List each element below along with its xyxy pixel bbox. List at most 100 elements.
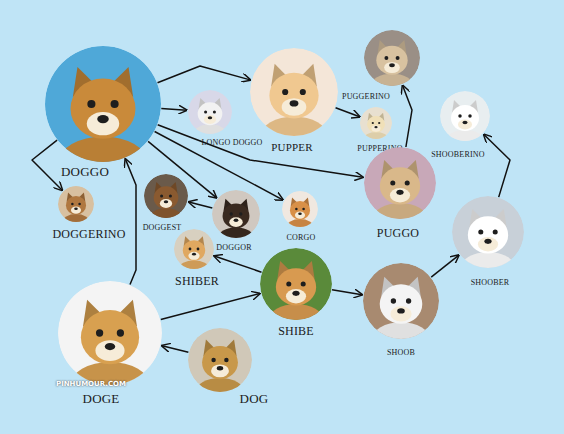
dog-muzzle: [372, 125, 381, 131]
dog-head: [154, 186, 179, 209]
dog-eye: [213, 110, 216, 113]
dog-eye: [197, 248, 200, 251]
dog-eye: [302, 208, 305, 211]
dog-face: [58, 186, 94, 222]
dog-face: [360, 107, 392, 139]
evolution-arrow: [189, 202, 213, 208]
dog-circle: PUPPER: [250, 48, 338, 136]
dog-head: [71, 78, 136, 138]
dog-circle: DOGGOR: [212, 190, 260, 238]
dog-eye: [286, 281, 291, 286]
dog-eye: [87, 100, 95, 108]
dog-name: PUGGERINO: [342, 92, 390, 101]
dog-head: [290, 201, 310, 220]
dog-eye: [458, 114, 462, 118]
dog-eye: [478, 229, 483, 234]
dog-eye: [390, 180, 395, 185]
dog-eye: [372, 122, 374, 124]
dog-name: PUGGO: [377, 226, 419, 240]
evolution-arrow: [403, 86, 412, 148]
dog-nose: [217, 366, 223, 370]
dog-eye: [78, 203, 81, 206]
dog-face: [364, 30, 420, 86]
dog-body: [59, 136, 147, 162]
dog-body: [373, 203, 428, 219]
dog-head: [198, 102, 223, 125]
dog-body: [372, 322, 430, 339]
dog-nose: [389, 63, 395, 67]
dog-name: SHIBE: [278, 324, 314, 338]
dog-photo: [250, 48, 338, 136]
dog-face: [364, 147, 436, 219]
dog-name: SHOOB: [387, 348, 415, 357]
dog-circle: PUPPERINO: [360, 107, 392, 139]
dog-head: [468, 216, 508, 253]
dog-muzzle: [458, 120, 472, 130]
dog-name: CORGO: [286, 233, 315, 242]
dog-muzzle: [229, 217, 242, 227]
dog-muzzle: [384, 62, 400, 73]
dog-name: SHOOBER: [471, 278, 510, 287]
dog-circle: SHOOBERINO: [440, 91, 490, 141]
dog-eye: [493, 229, 498, 234]
dog-circle: PUGGO: [364, 147, 436, 219]
dog-photo: [58, 281, 162, 385]
dog-photo: [282, 191, 318, 227]
dog-circle: DOGGERINO: [58, 186, 94, 222]
dog-muzzle: [188, 252, 199, 260]
dog-face: [250, 48, 338, 136]
dog-body: [461, 252, 516, 268]
dog-eye: [224, 358, 228, 362]
dog-name: SHOOBERINO: [431, 150, 485, 159]
dog-muzzle: [390, 306, 411, 321]
dog-face: [174, 229, 214, 269]
dog-nose: [97, 115, 109, 123]
dog-head: [380, 167, 420, 204]
dog-body: [62, 214, 89, 222]
dog-circle: SHOOB: [363, 263, 439, 339]
dog-name: DOG: [240, 391, 269, 406]
dog-face: [363, 263, 439, 339]
dog-circle: PUGGERINO: [364, 30, 420, 86]
dog-head: [269, 73, 318, 119]
dog-name: DOGGEST: [143, 223, 182, 232]
label-holder: DOG: [240, 389, 269, 407]
dog-muzzle: [71, 207, 81, 214]
dog-eye: [384, 56, 388, 60]
dog-body: [371, 74, 414, 86]
dog-eye: [391, 298, 396, 303]
dog-head: [66, 196, 86, 215]
dog-nose: [397, 308, 405, 313]
evolution-arrow: [214, 256, 261, 272]
dog-eye: [295, 208, 298, 211]
dog-eye: [211, 358, 215, 362]
evolution-arrow: [484, 135, 510, 198]
evolution-arrow: [332, 290, 362, 295]
dog-muzzle: [87, 112, 119, 135]
dog-nose: [105, 343, 115, 350]
dog-body: [269, 304, 324, 320]
dog-name: DOGGO: [61, 164, 109, 179]
label-holder: CORGO: [286, 226, 315, 244]
dog-circle: SHIBE: [260, 248, 332, 320]
dog-photo: [58, 186, 94, 222]
dog-name: PUPPER: [271, 141, 313, 153]
evolution-arrow: [161, 294, 260, 320]
dog-circle: LONGO DOGGO: [188, 90, 232, 134]
label-holder: SHOOB: [387, 341, 415, 359]
dog-eye: [111, 100, 119, 108]
dog-nose: [290, 100, 299, 106]
dog-photo: [144, 174, 188, 218]
dog-face: [440, 91, 490, 141]
dog-eye: [117, 329, 124, 336]
label-holder: SHOOBER: [471, 271, 510, 289]
dog-muzzle: [204, 115, 216, 124]
dog-photo: [440, 91, 490, 141]
evolution-arrow: [431, 255, 458, 277]
dog-photo: [188, 90, 232, 134]
dog-muzzle: [295, 212, 305, 219]
dog-eye: [160, 194, 163, 197]
dog-circle: DOGGEST: [144, 174, 188, 218]
dog-nose: [164, 200, 168, 203]
